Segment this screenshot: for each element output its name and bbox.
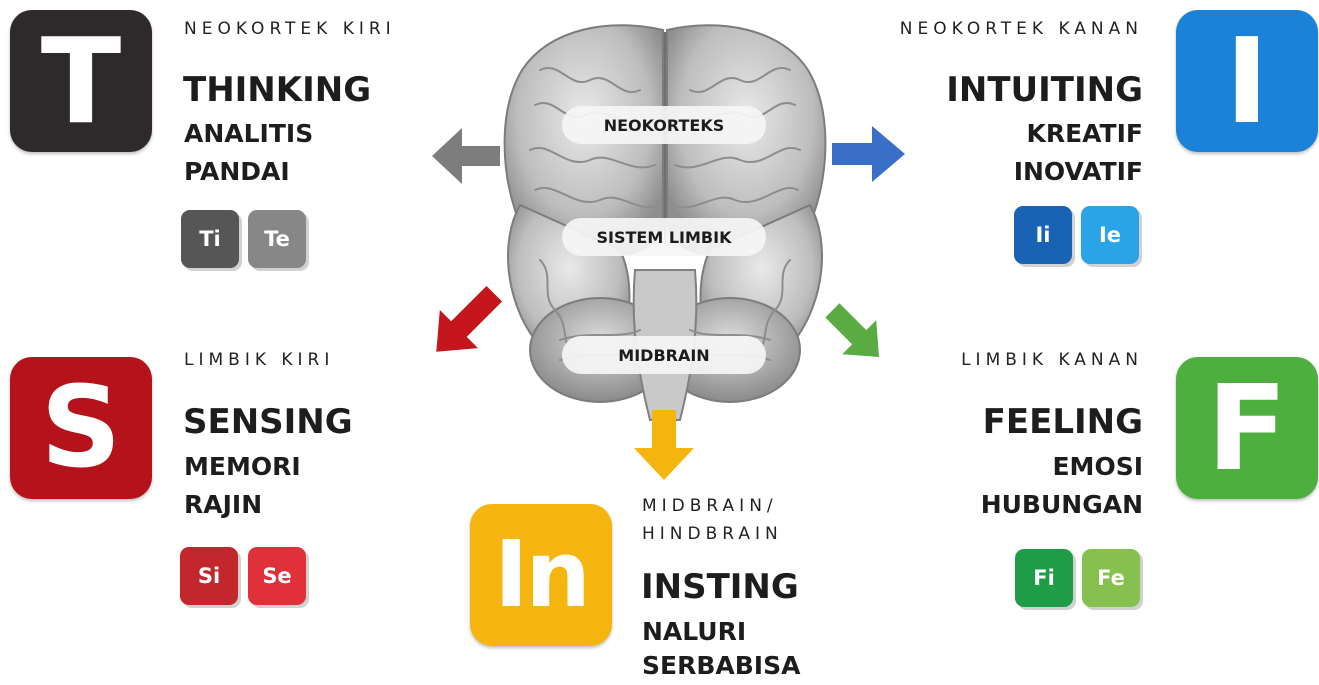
insting-trait-1: NALURI (642, 617, 747, 646)
chip-ti: Ti (181, 210, 239, 268)
brain-label-sistem-limbik: SISTEM LIMBIK (562, 218, 766, 256)
intuiting-trait-1: KREATIF (1026, 119, 1143, 148)
feeling-trait-2: HUBUNGAN (980, 490, 1143, 519)
arrow-insting (634, 410, 694, 480)
arrow-sensing (436, 285, 503, 352)
feeling-icon: F (1176, 357, 1318, 499)
chip-ii: Ii (1014, 206, 1072, 264)
chip-si: Si (180, 547, 238, 605)
feeling-trait-1: EMOSI (1052, 452, 1143, 481)
chip-te: Te (248, 210, 306, 268)
insting-region-line1: MIDBRAIN/ (642, 496, 778, 516)
thinking-trait-1: ANALITIS (184, 119, 314, 148)
feeling-region: LIMBIK KANAN (961, 350, 1143, 370)
arrow-feeling (825, 303, 880, 358)
insting-icon: In (470, 504, 612, 646)
thinking-region: NEOKORTEK KIRI (184, 19, 396, 39)
thinking-icon: T (10, 10, 152, 152)
thinking-trait-2: PANDAI (184, 157, 290, 186)
sensing-icon: S (10, 357, 152, 499)
intuiting-title: INTUITING (946, 70, 1143, 110)
sensing-trait-1: MEMORI (184, 452, 301, 481)
arrow-intuiting (832, 126, 905, 182)
chip-fi: Fi (1015, 549, 1073, 607)
sensing-title: SENSING (183, 402, 353, 442)
arrow-thinking (432, 128, 500, 184)
feeling-title: FEELING (982, 402, 1143, 442)
insting-title: INSTING (641, 567, 799, 607)
insting-trait-2: SERBABISA (642, 651, 801, 680)
intuiting-trait-2: INOVATIF (1013, 157, 1143, 186)
sensing-trait-2: RAJIN (184, 490, 263, 519)
insting-region-line2: HINDBRAIN (642, 524, 783, 544)
brain-label-neokorteks: NEOKORTEKS (562, 106, 766, 144)
brain-label-midbrain: MIDBRAIN (562, 336, 766, 374)
chip-ie: Ie (1081, 206, 1139, 264)
thinking-title: THINKING (183, 70, 372, 110)
chip-fe: Fe (1082, 549, 1140, 607)
sensing-region: LIMBIK KIRI (184, 350, 335, 370)
intuiting-icon: I (1176, 10, 1318, 152)
chip-se: Se (248, 547, 306, 605)
intuiting-region: NEOKORTEK KANAN (899, 19, 1143, 39)
